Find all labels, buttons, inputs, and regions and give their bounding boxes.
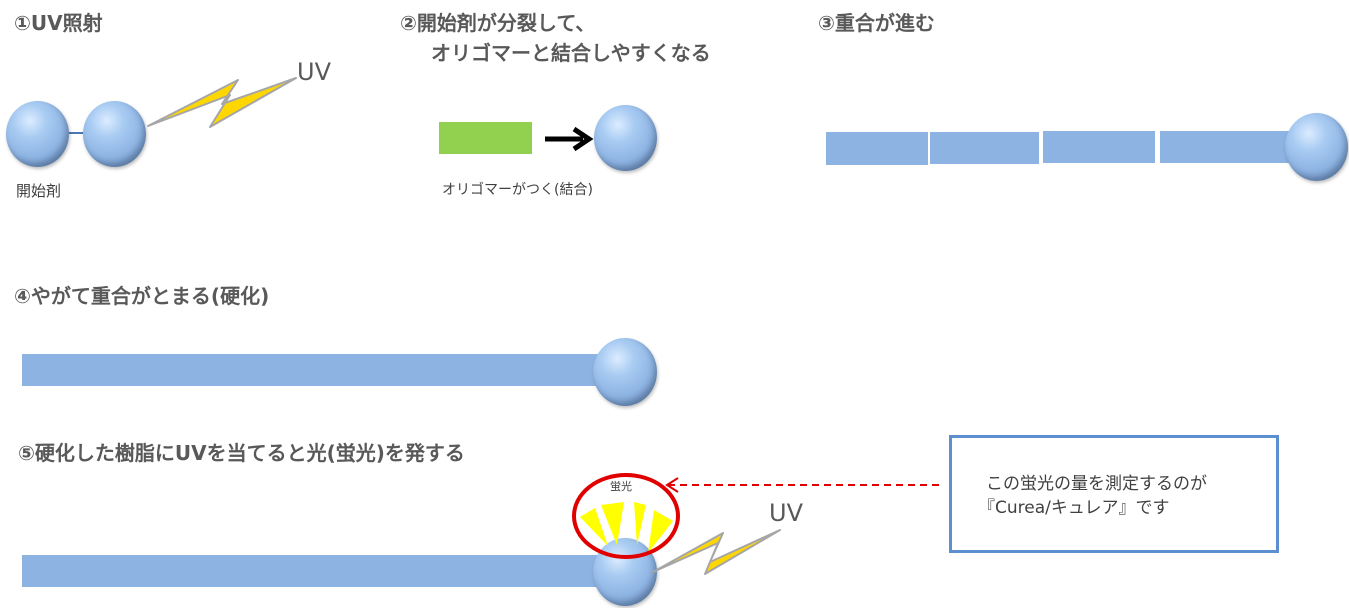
polymer-segment-2 xyxy=(930,132,1039,164)
uv-label-step5: UV xyxy=(769,499,803,527)
callout-line1: この蛍光の量を測定するのが xyxy=(986,474,1207,494)
initiator-sphere-step2 xyxy=(594,105,657,171)
polymer-segment-1 xyxy=(826,132,928,165)
growing-chain-sphere xyxy=(1285,113,1348,181)
fluorescing-sphere xyxy=(593,538,657,606)
step2-title-line1: ②開始剤が分裂して、 xyxy=(400,11,596,35)
curea-callout-box xyxy=(949,435,1279,553)
step3-title: ③重合が進む xyxy=(818,11,935,35)
step5-title: ⑤硬化した樹脂にUVを当てると光(蛍光)を発する xyxy=(18,441,465,465)
fluorescence-label: 蛍光 xyxy=(610,480,632,493)
cured-resin-bar xyxy=(22,555,622,587)
initiator-sphere-left xyxy=(6,101,69,167)
callout-line2: 『Curea/キュレア』です xyxy=(978,498,1170,518)
uv-label-step1: UV xyxy=(297,58,331,86)
polymer-segment-3 xyxy=(1043,131,1155,163)
oligomer-block xyxy=(439,122,532,154)
initiator-label: 開始剤 xyxy=(16,182,62,200)
cured-polymer-bar xyxy=(22,354,622,386)
step4-title: ④やがて重合がとまる(硬化) xyxy=(14,284,270,308)
initiator-sphere-right xyxy=(83,101,146,167)
polymer-segment-4 xyxy=(1160,131,1300,163)
step2-title-line2: オリゴマーと結合しやすくなる xyxy=(431,41,711,65)
step1-title: ①UV照射 xyxy=(14,11,103,35)
step2-caption: オリゴマーがつく(結合) xyxy=(442,182,593,198)
cured-chain-sphere xyxy=(593,338,657,406)
